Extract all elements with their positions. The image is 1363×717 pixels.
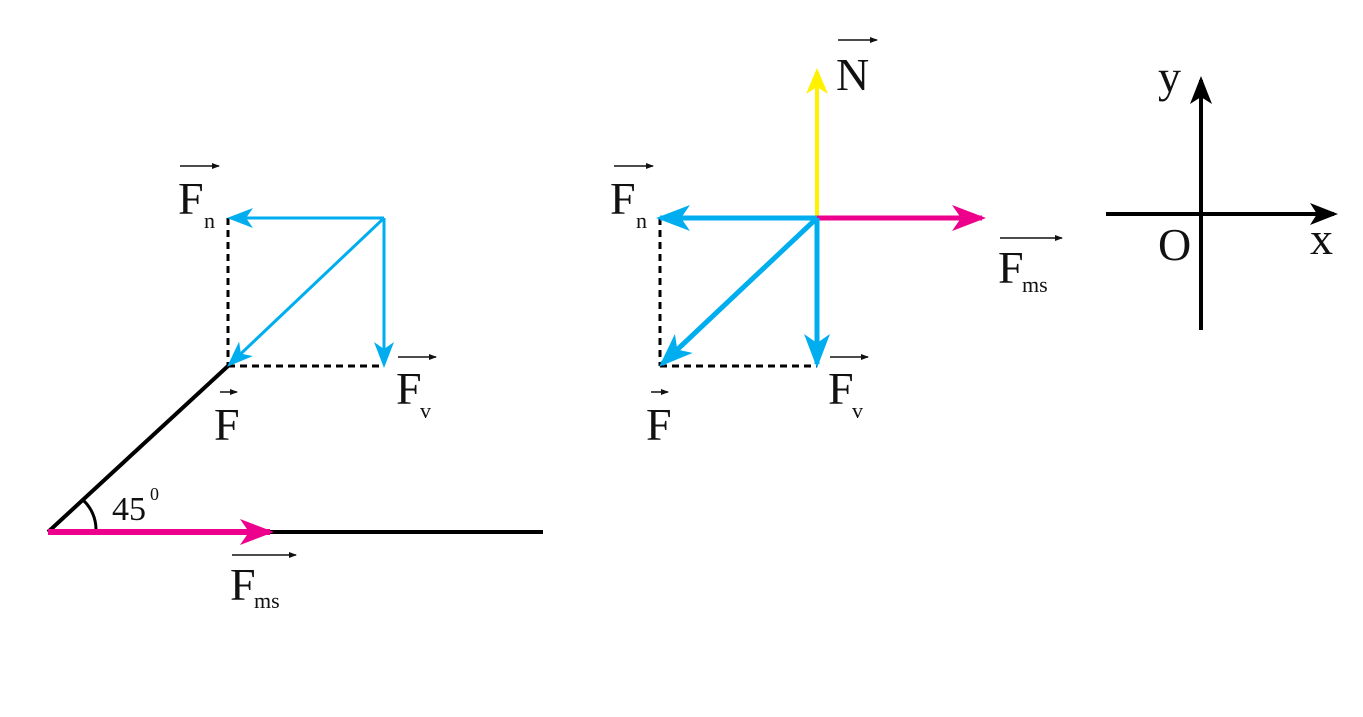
svg-text:F: F [610, 173, 636, 224]
svg-text:N: N [836, 49, 869, 100]
label-fv-left: F v [396, 354, 437, 423]
coordinate-axes: x y O [1106, 51, 1338, 330]
label-f-left: F [214, 389, 240, 450]
svg-text:ms: ms [1022, 272, 1048, 297]
middle-figure: N F n F ms F v F [610, 37, 1063, 450]
left-figure: F n F v F 45 0 F ms [46, 163, 543, 613]
svg-text:F: F [828, 363, 854, 414]
label-f-middle: F [646, 389, 672, 450]
label-fms-left: F ms [230, 552, 297, 613]
x-axis-label: x [1310, 213, 1333, 264]
origin-label: O [1158, 219, 1191, 270]
angle-arc [81, 498, 98, 531]
y-axis-label: y [1158, 51, 1181, 102]
label-fv-middle: F v [828, 354, 869, 423]
f-arrow [659, 216, 819, 367]
label-angle: 45 0 [112, 484, 159, 528]
svg-text:0: 0 [150, 484, 159, 504]
svg-text:F: F [646, 399, 672, 450]
svg-text:F: F [998, 242, 1024, 293]
label-n: N [836, 37, 878, 100]
svg-text:ms: ms [254, 588, 280, 613]
f-arrow [227, 216, 386, 367]
svg-text:v: v [852, 398, 863, 423]
svg-text:F: F [214, 399, 240, 450]
label-fn-middle: F n [610, 163, 654, 233]
svg-text:F: F [396, 363, 422, 414]
svg-text:F: F [230, 559, 256, 610]
svg-text:n: n [636, 208, 647, 233]
label-fn-left: F n [178, 163, 220, 233]
svg-text:n: n [204, 208, 215, 233]
svg-text:45: 45 [112, 491, 146, 528]
label-fms-middle: F ms [998, 235, 1063, 297]
svg-text:v: v [420, 398, 431, 423]
svg-text:F: F [178, 173, 204, 224]
rope-line [46, 364, 230, 534]
